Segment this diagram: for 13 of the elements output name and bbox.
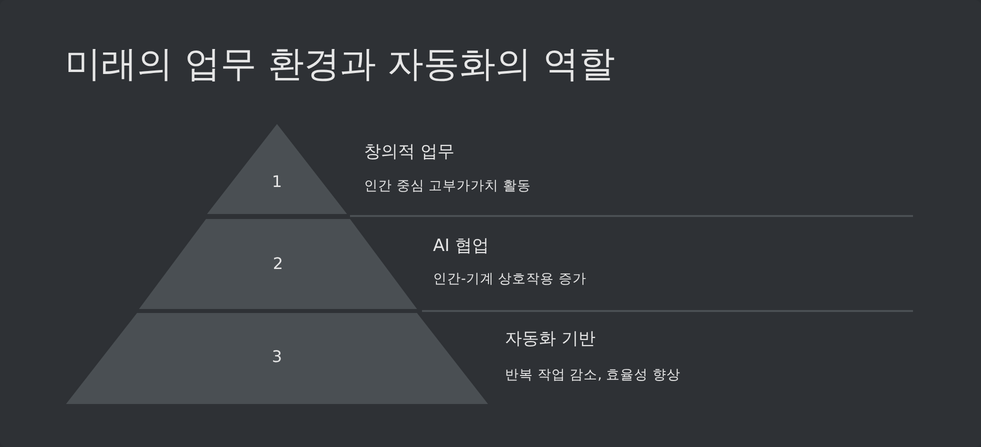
layer-heading: AI 협업 [433,235,490,257]
title: 미래의 업무 환경과 자동화의 역할 [65,43,615,87]
pyramid-top-layer [207,124,347,214]
layer-number: 2 [272,254,284,273]
layer-heading: 창의적 업무 [364,141,454,163]
layer-number: 1 [270,172,284,191]
layer-description: 인간-기계 상호작용 증가 [433,270,586,288]
layer-description: 인간 중심 고부가가치 활동 [364,177,531,195]
layer-heading: 자동화 기반 [505,328,596,350]
pyramid-layer [139,219,417,309]
layer-number: 3 [270,347,284,366]
pyramid-base-layer [66,313,488,404]
layer-description: 반복 작업 감소, 효율성 향상 [505,366,680,384]
